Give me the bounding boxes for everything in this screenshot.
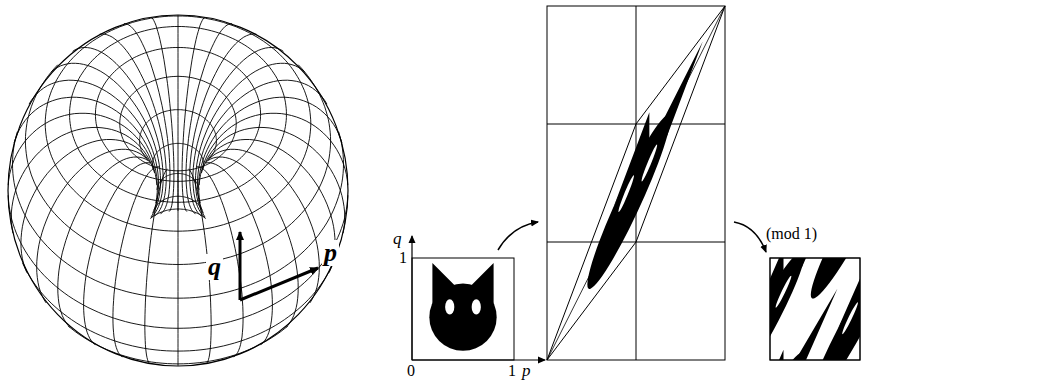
cat-pieces [770, 258, 860, 360]
mod-square-border [770, 258, 860, 360]
diagonal [547, 6, 725, 360]
q-axis [411, 236, 412, 360]
torus-mesh [8, 15, 348, 366]
mod-arrow [734, 222, 766, 252]
stretched-cat [570, 38, 705, 319]
cat-piece [770, 286, 840, 360]
torus-lines [8, 15, 348, 366]
p-arrow [240, 268, 318, 300]
axis-label: q [206, 254, 223, 280]
parallelogram [547, 6, 725, 360]
torus-outline [8, 15, 348, 366]
q-arrow [239, 232, 242, 300]
cat-image [429, 263, 496, 351]
tick-label: 1 [508, 363, 516, 379]
grid [547, 6, 725, 360]
axis-label: q [393, 230, 402, 247]
map-arrow [498, 222, 538, 250]
unit-square [412, 258, 514, 360]
tick-label: 0 [407, 363, 415, 379]
axis-label: p [522, 362, 531, 379]
tick-label: 1 [399, 250, 407, 266]
axis-label: p [322, 240, 339, 266]
p-axis [412, 359, 545, 360]
mod-label: (mod 1) [764, 226, 819, 242]
